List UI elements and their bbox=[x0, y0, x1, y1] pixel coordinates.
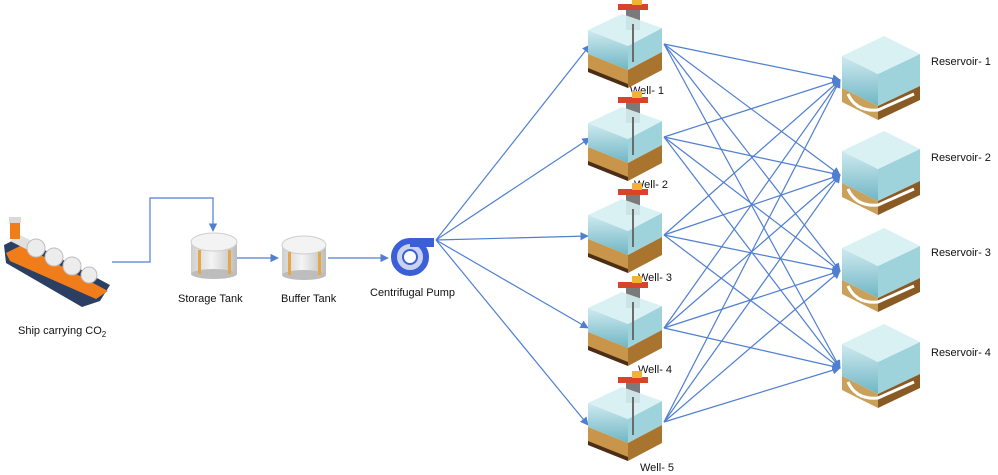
pump-to-well-1-line bbox=[435, 44, 591, 241]
well-5-to-reservoir-2-line bbox=[663, 174, 841, 423]
well-1-to-reservoir-2-line bbox=[663, 43, 841, 176]
well-4-to-reservoir-1-line bbox=[663, 79, 841, 329]
pump-to-well-2-line bbox=[435, 137, 591, 241]
well-2-to-reservoir-1-line bbox=[663, 78, 841, 138]
well-2-label: Well- 2 bbox=[634, 179, 668, 191]
reservoir-2-icon bbox=[842, 131, 920, 215]
well-3-to-reservoir-3-line bbox=[663, 234, 841, 274]
pump-to-well-5-line bbox=[435, 239, 589, 426]
centrifugal-pump-icon bbox=[391, 238, 434, 276]
well-5-label: Well- 5 bbox=[640, 462, 674, 474]
well-4-icon bbox=[588, 276, 662, 366]
buffer-tank-icon bbox=[281, 235, 327, 280]
reservoir-4-icon bbox=[842, 324, 920, 408]
ship-icon bbox=[4, 217, 110, 307]
pump-to-well-3-line bbox=[435, 232, 589, 241]
pump-label: Centrifugal Pump bbox=[370, 287, 455, 299]
storage-tank-label: Storage Tank bbox=[178, 293, 243, 305]
well-4-label: Well- 4 bbox=[638, 364, 672, 376]
well-1-to-reservoir-1-line bbox=[663, 43, 841, 83]
buffer-tank-label: Buffer Tank bbox=[281, 293, 337, 305]
well-2-to-reservoir-2-line bbox=[663, 136, 841, 178]
well-2-icon bbox=[588, 91, 662, 181]
reservoir-4-label: Reservoir- 4 bbox=[931, 347, 991, 359]
connection-lines bbox=[112, 43, 841, 426]
well-3-label: Well- 3 bbox=[638, 272, 672, 284]
ship-label: Ship carrying CO2 bbox=[18, 325, 107, 339]
well-4-to-reservoir-4-line bbox=[663, 327, 841, 371]
well-1-icon bbox=[588, 0, 662, 88]
ship-to-storage-line bbox=[112, 197, 218, 263]
reservoir-1-label: Reservoir- 1 bbox=[931, 56, 991, 68]
well-5-to-reservoir-3-line bbox=[663, 270, 841, 423]
well-3-to-reservoir-4-line bbox=[663, 234, 841, 369]
reservoir-2-label: Reservoir- 2 bbox=[931, 152, 991, 164]
well-3-icon bbox=[588, 183, 662, 273]
reservoir-1-icon bbox=[842, 36, 920, 120]
well-1-to-reservoir-4-line bbox=[663, 43, 841, 369]
well-5-to-reservoir-1-line bbox=[663, 79, 841, 423]
well-3-to-reservoir-1-line bbox=[663, 79, 841, 236]
reservoir-3-icon bbox=[842, 228, 920, 312]
reservoirs-group: Reservoir- 1 Reservoir- 2 Reservoir- 3 Rese… bbox=[842, 36, 991, 408]
well-5-to-reservoir-4-line bbox=[663, 366, 841, 423]
reservoir-3-label: Reservoir- 3 bbox=[931, 247, 991, 259]
pump-to-well-4-line bbox=[435, 239, 589, 329]
storage-tank-icon bbox=[190, 232, 238, 279]
well-5-icon bbox=[588, 371, 662, 461]
